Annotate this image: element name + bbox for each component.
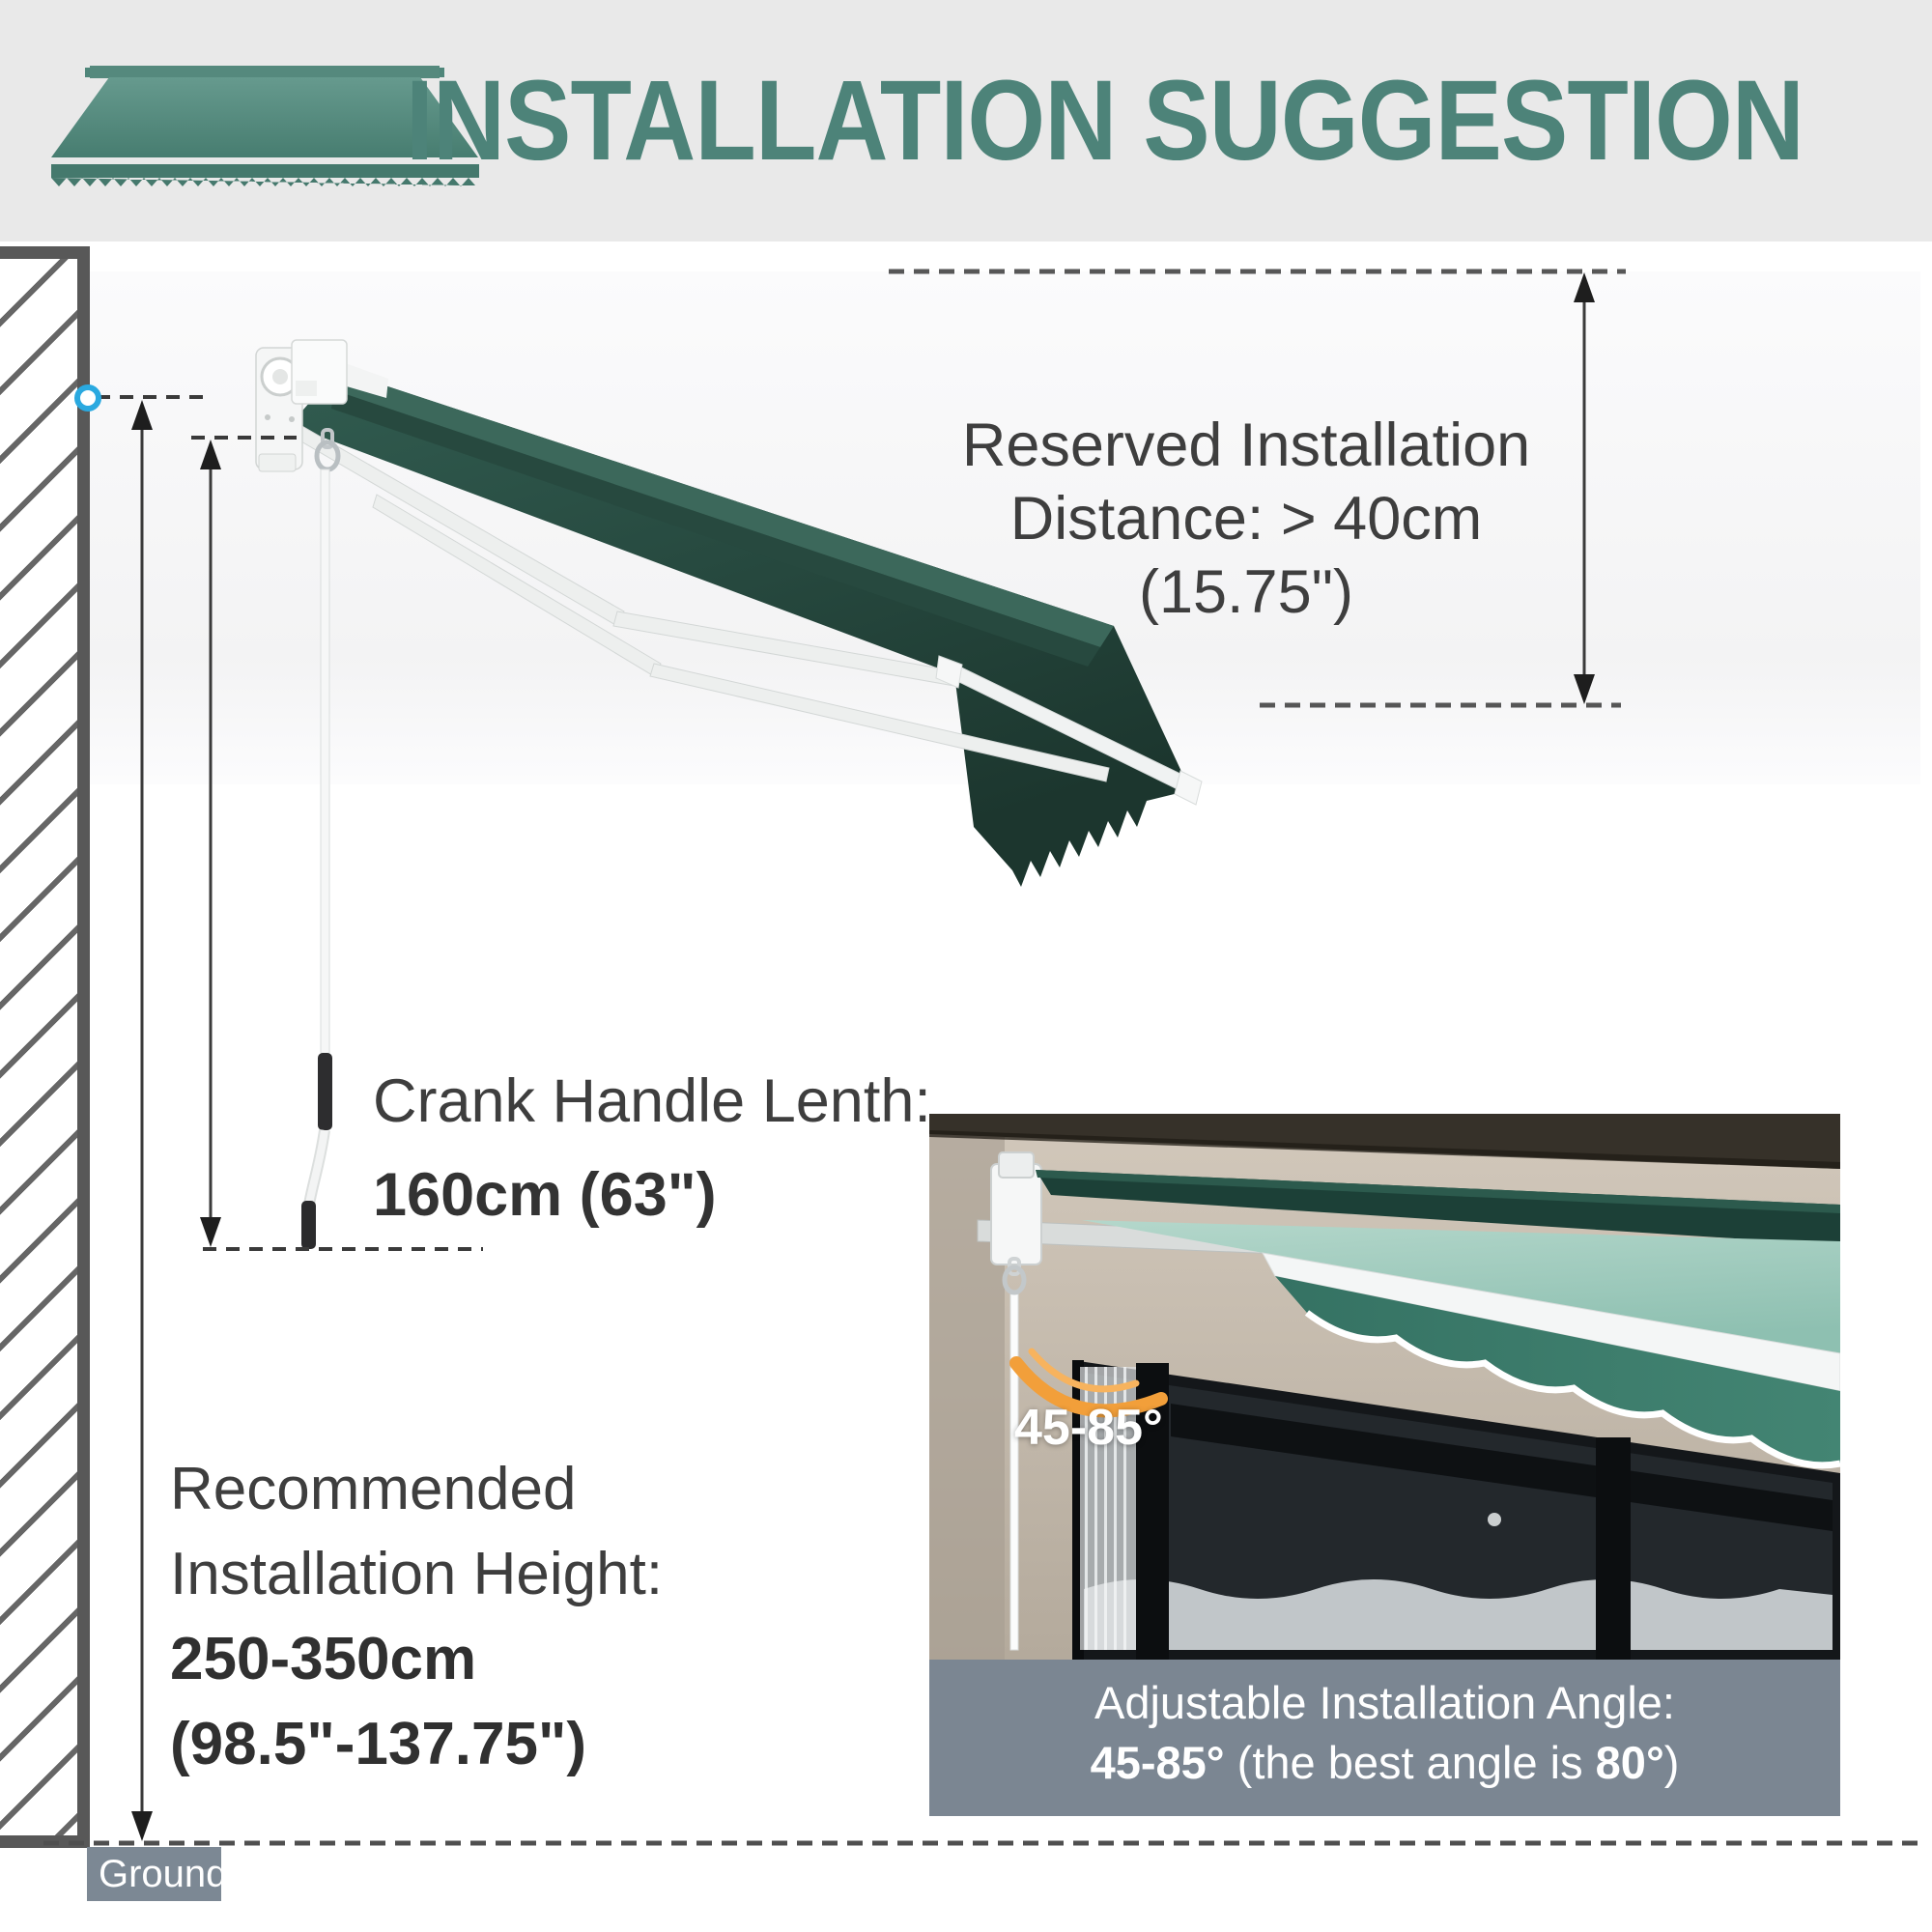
awning-render: [255, 339, 1203, 1249]
inset-caption: Adjustable Installation Angle: 45-85° (t…: [929, 1660, 1840, 1816]
wall-cross-section: [0, 246, 90, 1848]
installation-height-note: Recommended Installation Height: 250-350…: [170, 1447, 663, 1787]
installation-height-value2: (98.5"-137.75"): [170, 1711, 587, 1777]
awning-diagram: [43, 269, 1918, 1846]
installation-height-line1: Recommended: [170, 1456, 577, 1522]
reserved-distance-note: Reserved Installation Distance: > 40cm (…: [908, 409, 1584, 629]
caption-end-text: ): [1663, 1737, 1680, 1788]
crank-length-value: 160cm (63"): [373, 1161, 717, 1229]
installation-height-value1: 250-350cm: [170, 1626, 477, 1692]
ground-label: Ground: [87, 1847, 227, 1901]
reserved-distance-line1: Reserved Installation: [961, 412, 1531, 479]
crank-length-line1: Crank Handle Lenth:: [373, 1067, 931, 1135]
angle-arc-icon: [1009, 1356, 1168, 1418]
installation-height-line2: Installation Height:: [170, 1541, 664, 1607]
mounting-point-marker: [74, 384, 101, 412]
page-title: INSTALLATION SUGGESTION: [406, 57, 1804, 185]
reserved-distance-line2: Distance: > 40cm (15.75"): [1009, 485, 1483, 626]
crank-length-note: Crank Handle Lenth: 160cm (63"): [373, 1055, 931, 1242]
caption-angle-range: 45-85°: [1090, 1737, 1225, 1788]
awning-icon: [48, 66, 483, 186]
inset-photo-render: [929, 1114, 1840, 1660]
caption-best-angle: 80°: [1595, 1737, 1664, 1788]
angle-range-label: 45-85°: [1014, 1400, 1163, 1456]
caption-mid-text: (the best angle is: [1224, 1737, 1596, 1788]
angle-inset-photo: 45-85° Adjustable Installation Angle: 45…: [929, 1114, 1840, 1816]
inset-caption-line1: Adjustable Installation Angle:: [1094, 1677, 1675, 1728]
inset-caption-line2: 45-85° (the best angle is 80°): [929, 1733, 1840, 1793]
dimension-lines: [43, 269, 1918, 1846]
header-banner: INSTALLATION SUGGESTION: [0, 0, 1932, 242]
dimension-arrowheads: [131, 272, 1595, 1841]
